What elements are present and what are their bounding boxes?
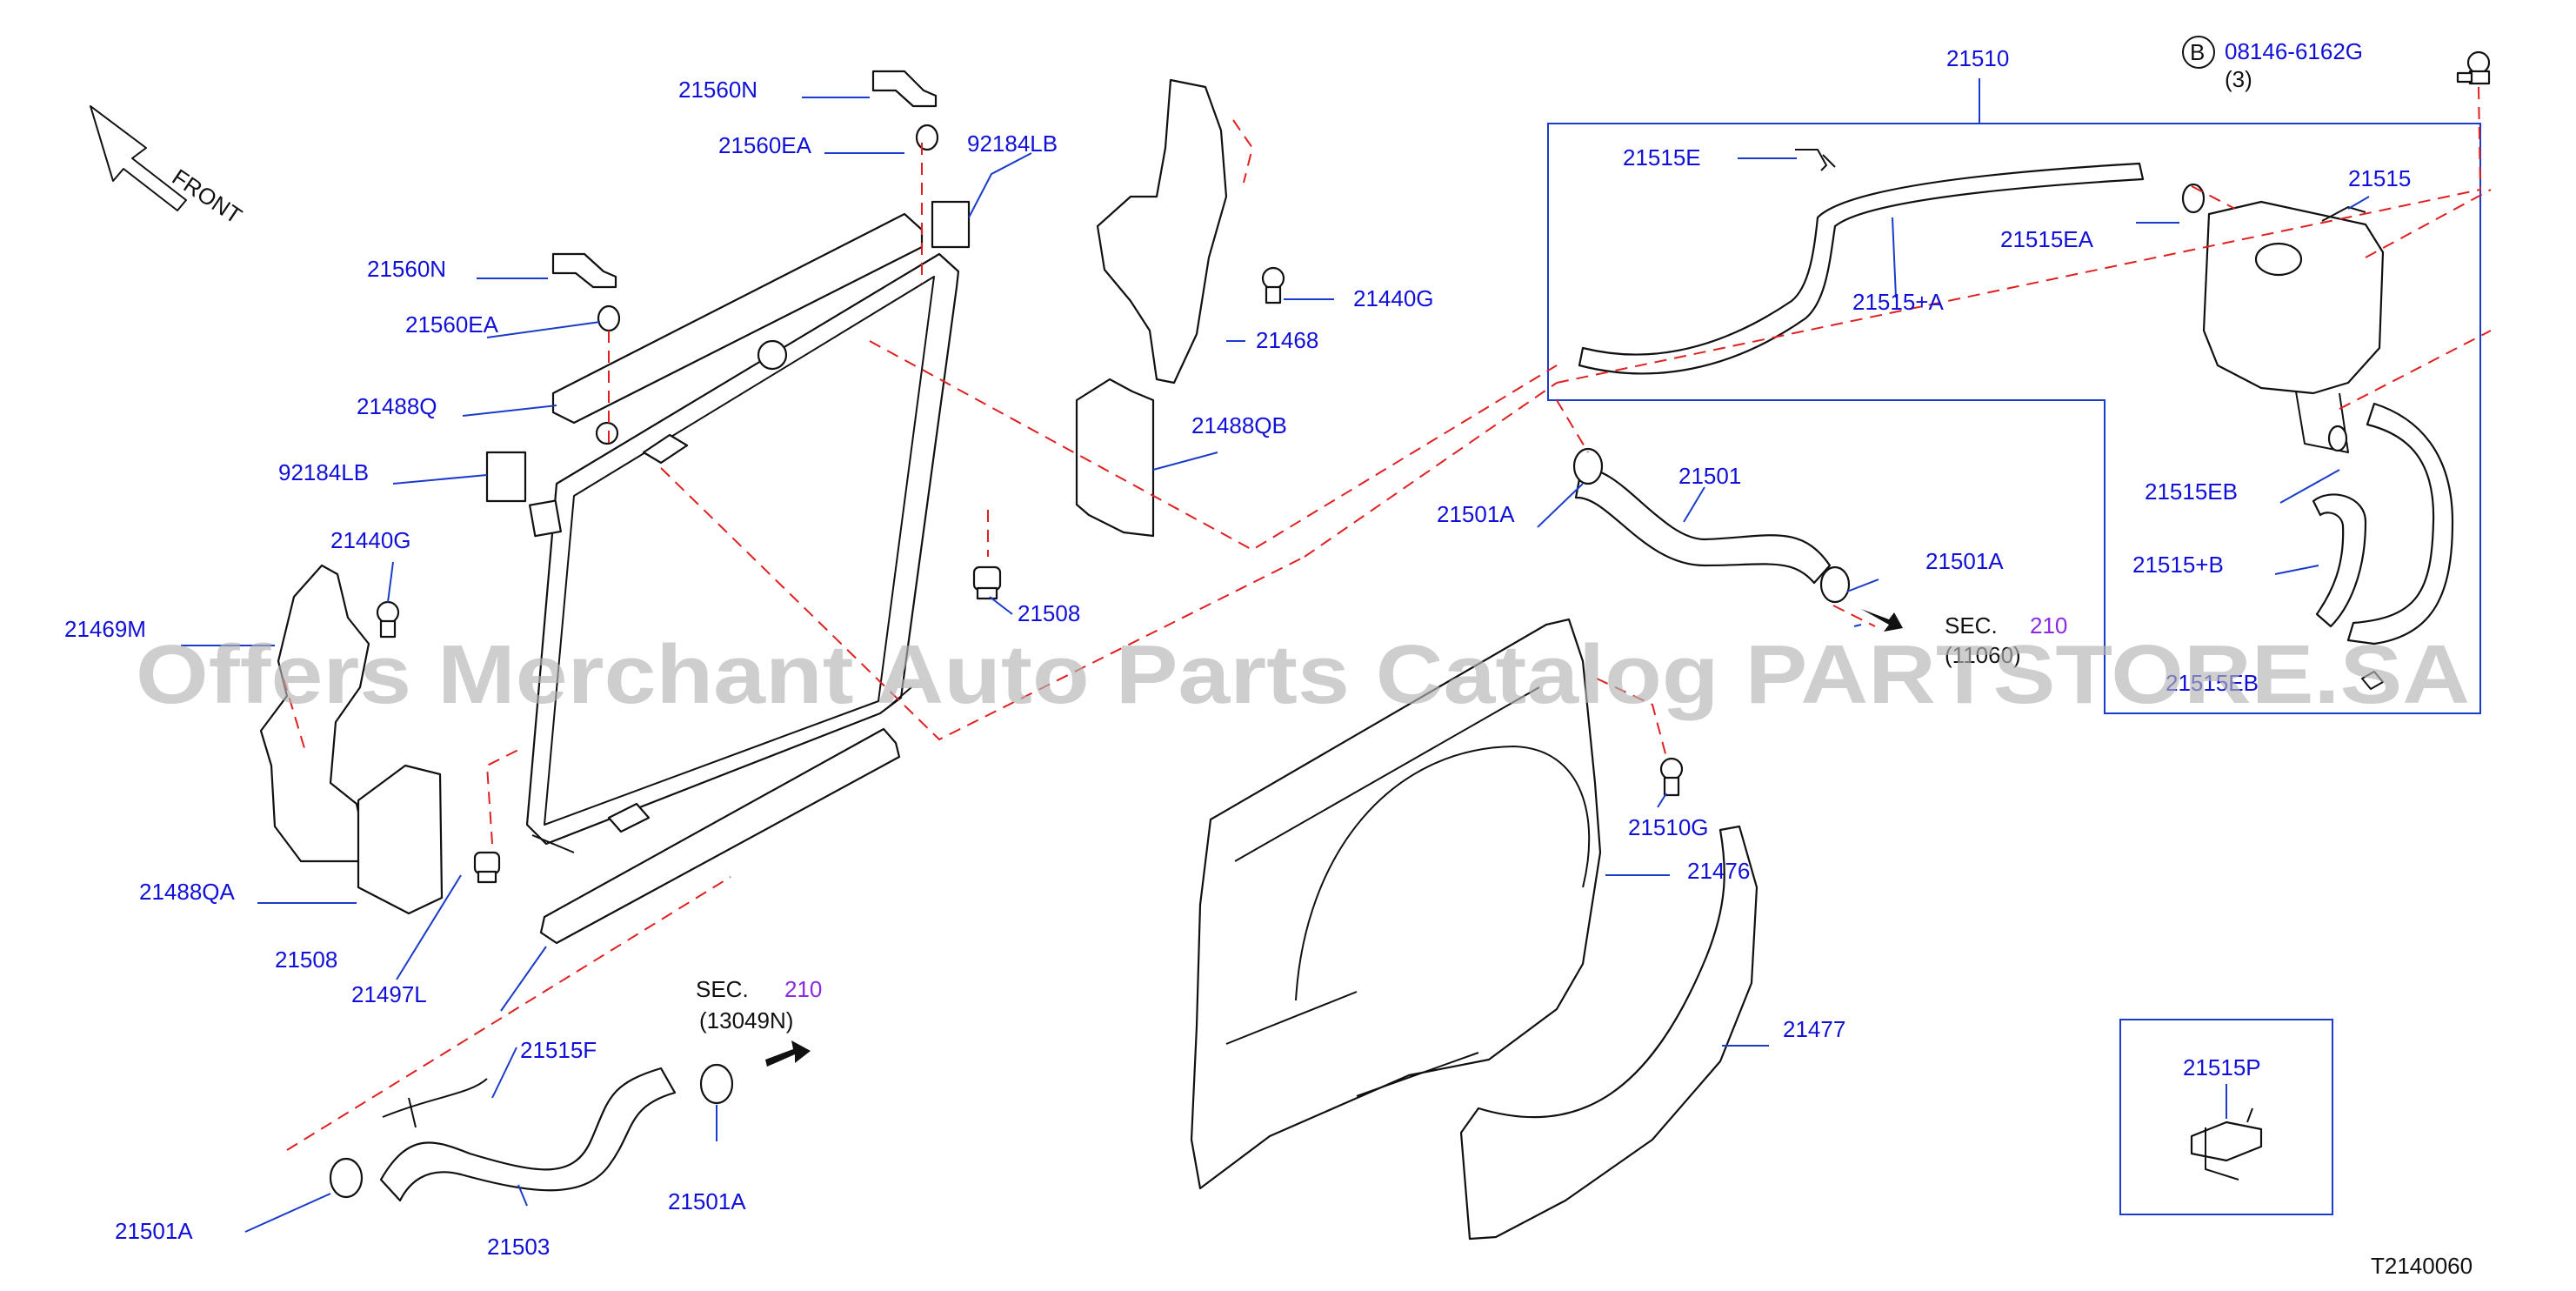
sec-reference-upper: SEC. 210 (11060) — [1945, 612, 2067, 668]
label-21508-lower: 21508 — [275, 947, 337, 973]
label-21488q: 21488Q — [357, 393, 437, 419]
watermark: Offers Merchant Auto Parts Catalog PARTS… — [136, 628, 2470, 721]
seal-21488qa — [357, 764, 444, 915]
label-21560ea-upper: 21560EA — [718, 132, 812, 158]
mount-21508-lower — [473, 851, 501, 884]
clamp-21515ea — [2181, 183, 2206, 214]
reservoir-cap — [2254, 242, 2303, 277]
clamp-21515eb-lower — [2361, 671, 2384, 690]
mount-21508-upper — [972, 565, 1002, 600]
reservoir-tank-21515 — [2202, 200, 2385, 395]
label-21515f: 21515F — [520, 1037, 597, 1063]
label-21476: 21476 — [1687, 858, 1750, 884]
pad-92184lb-upper — [931, 200, 971, 249]
label-21515e: 21515E — [1623, 144, 1701, 171]
label-21468: 21468 — [1256, 327, 1318, 353]
label-21560n-lower: 21560N — [367, 256, 446, 282]
sec-upper-arrow-icon — [1861, 609, 1903, 632]
seal-21488qb — [1075, 378, 1155, 538]
label-21515p: 21515P — [2183, 1054, 2261, 1080]
clip-21515f — [382, 1078, 488, 1128]
reservoir-group-box — [1547, 123, 2481, 714]
bolt-callout-qty: (3) — [2225, 66, 2252, 92]
label-21510g: 21510G — [1628, 814, 1709, 840]
clip-21515p-icon — [2190, 1107, 2263, 1181]
sec-lower-sub: (13049N) — [699, 1007, 793, 1033]
drawing-code: T2140060 — [2371, 1253, 2473, 1279]
label-21508-upper: 21508 — [1018, 600, 1080, 626]
label-21488qb: 21488QB — [1191, 412, 1287, 438]
label-21515ea: 21515EA — [2000, 226, 2094, 252]
label-21440g-left: 21440G — [330, 527, 411, 553]
label-92184lb-upper: 92184LB — [967, 130, 1058, 157]
clamp-21501a-lower-left — [329, 1157, 364, 1199]
bolt-21510g — [1659, 757, 1684, 797]
clamp-21501a-upper-left — [1572, 447, 1604, 485]
bolt-callout-part: 08146-6162G — [2225, 38, 2363, 64]
label-21515eb: 21515EB — [2145, 478, 2238, 505]
clamp-21501a-upper-right — [1819, 565, 1851, 604]
label-21488qa: 21488QA — [139, 879, 236, 905]
label-21503: 21503 — [487, 1234, 550, 1260]
sec-upper-num: 210 — [2030, 612, 2067, 639]
bolt-callout-circle-letter: B — [2190, 39, 2205, 65]
label-21440g-right: 21440G — [1353, 285, 1434, 311]
label-21515: 21515 — [2348, 165, 2411, 191]
label-21477: 21477 — [1783, 1016, 1845, 1042]
sec-lower-arrow-icon — [765, 1040, 811, 1067]
leader-lines — [181, 78, 2370, 1233]
bolt-callout: B 08146-6162G (3) — [2182, 36, 2363, 92]
front-label: FRONT — [168, 164, 247, 229]
assembly-lines — [283, 86, 2492, 1151]
sec-upper-text: SEC. — [1945, 612, 1998, 639]
clamp-21501a-lower-right — [699, 1063, 734, 1105]
label-21497l: 21497L — [351, 981, 427, 1007]
label-92184lb-lower: 92184LB — [278, 459, 369, 485]
lower-seal-strip — [539, 727, 901, 945]
label-21469m: 21469M — [64, 616, 146, 642]
label-21515-a: 21515+A — [1852, 289, 1944, 315]
label-21501a-upper-right: 21501A — [1925, 548, 2004, 574]
label-21560n-upper: 21560N — [678, 77, 757, 103]
clip-21440g-right — [1261, 266, 1285, 304]
clamp-21515eb-upper — [2327, 425, 2348, 452]
fan-shroud-lower-21477 — [1459, 825, 1758, 1241]
hose-21501 — [1574, 468, 1832, 585]
label-21501a-lower-left: 21501A — [115, 1218, 193, 1244]
hose-21503 — [379, 1067, 677, 1202]
fan-shroud-21476 — [1190, 618, 1602, 1190]
label-21515-b: 21515+B — [2132, 552, 2224, 578]
hose-21515-a — [1578, 162, 2145, 375]
bushing-21560ea-lower — [597, 304, 621, 332]
sec-reference-lower: SEC. 210 (13049N) — [696, 976, 822, 1033]
label-21501: 21501 — [1678, 463, 1741, 489]
hose-21515-b — [2346, 402, 2454, 646]
clip-21515p-box — [2119, 1019, 2333, 1215]
label-21510: 21510 — [1946, 45, 2009, 71]
bushing-21560ea-upper — [915, 124, 939, 151]
air-guide-21469m — [259, 564, 370, 863]
label-21560ea-lower: 21560EA — [405, 311, 499, 338]
front-arrow-icon — [90, 105, 187, 211]
bracket-21560n-upper — [871, 70, 938, 108]
clip-21515e — [1795, 149, 1836, 171]
label-21501a-lower-right: 21501A — [668, 1188, 746, 1214]
bracket-21560n-lower — [551, 252, 617, 289]
bolt-08146 — [2456, 50, 2491, 85]
sec-upper-sub: (11060) — [1945, 642, 2021, 668]
sec-lower-text: SEC. — [696, 976, 749, 1002]
air-guide-21468 — [1096, 78, 1228, 385]
label-21501a-upper-left: 21501A — [1437, 501, 1515, 527]
radiator-core — [525, 252, 960, 853]
pad-92184lb-lower — [485, 451, 527, 503]
sec-lower-num: 210 — [784, 976, 822, 1002]
label-21515eb-lower: 21515EB — [2166, 670, 2259, 696]
